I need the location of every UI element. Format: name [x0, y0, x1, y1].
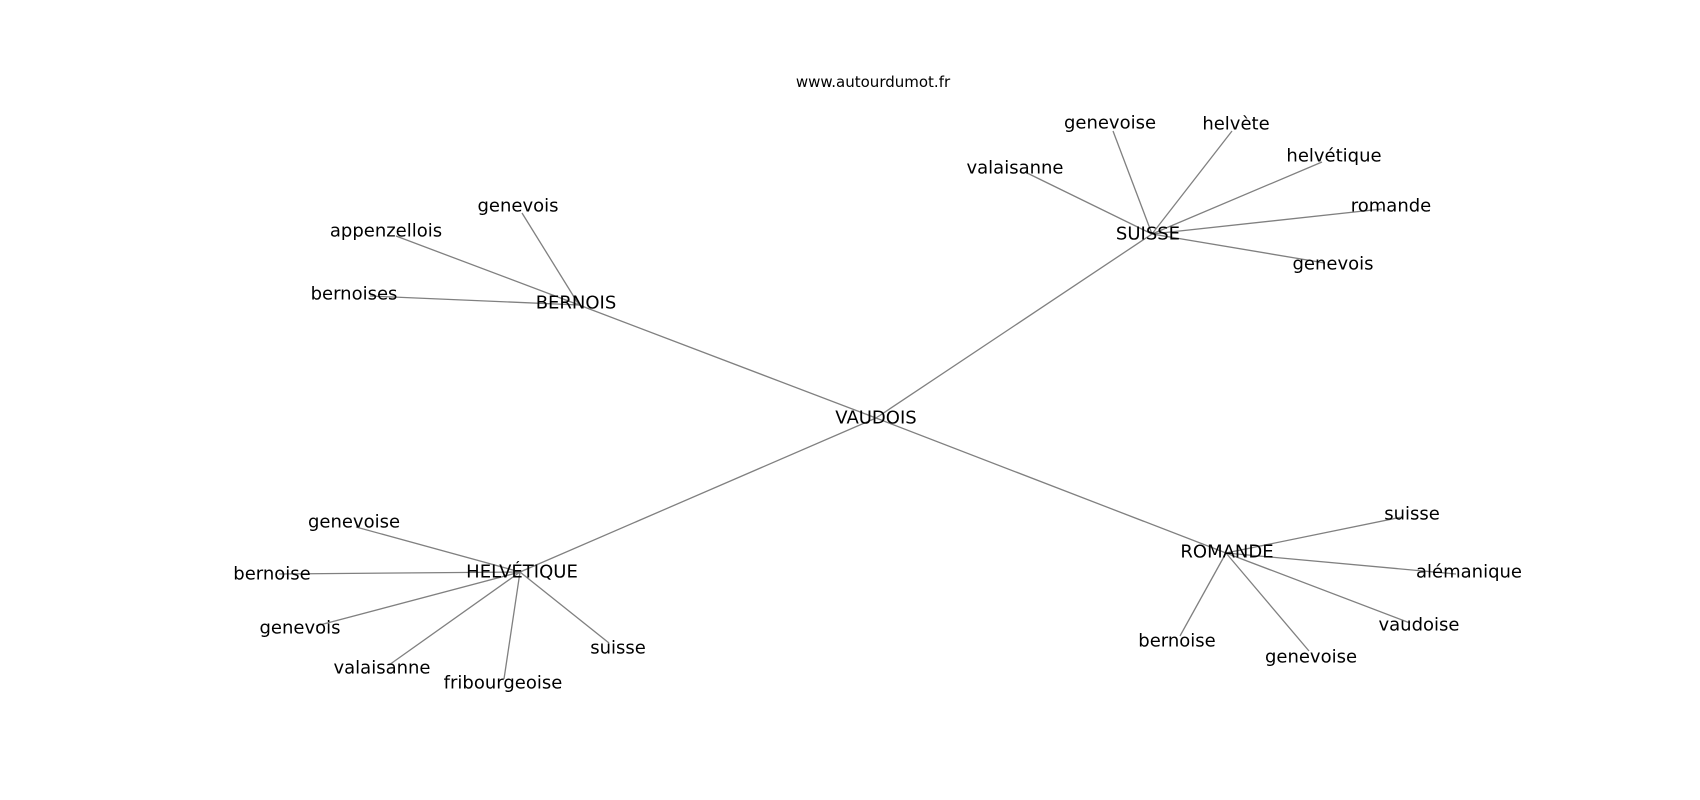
edge-suisse-word	[1151, 161, 1323, 235]
word-node-suisse: helvétique	[1286, 146, 1381, 167]
hub-node-bernois: BERNOIS	[536, 293, 617, 314]
word-node-romande: suisse	[1384, 504, 1440, 525]
center-node-vaudois: VAUDOIS	[835, 408, 916, 429]
edge-helvetique-word	[519, 571, 610, 644]
word-node-romande: genevoise	[1265, 647, 1357, 668]
word-node-bernois: appenzellois	[330, 221, 442, 242]
graph-labels: www.autourdumot.fr VAUDOIS genevois appen…	[233, 73, 1522, 694]
edge-bernois-word	[369, 295, 580, 306]
word-node-bernois: bernoises	[311, 284, 398, 305]
edge-romande-word	[1225, 516, 1403, 554]
edge-romande-word	[1179, 552, 1227, 637]
word-node-helvetique: bernoise	[233, 564, 310, 585]
word-node-suisse: valaisanne	[966, 158, 1063, 179]
site-label: www.autourdumot.fr	[796, 73, 951, 91]
edge-helvetique-word	[388, 571, 521, 666]
edge-romande-word	[1225, 552, 1411, 624]
word-node-suisse: romande	[1351, 196, 1432, 217]
edge-romande-word	[1225, 552, 1457, 575]
edge-vaudois-suisse	[875, 233, 1153, 419]
word-node-bernois: genevois	[477, 196, 558, 217]
edge-bernois-word	[395, 235, 580, 306]
word-node-helvetique: fribourgeoise	[444, 673, 563, 694]
word-node-helvetique: genevoise	[308, 512, 400, 533]
hub-node-romande: ROMANDE	[1180, 542, 1273, 563]
hub-node-suisse: SUISSE	[1116, 224, 1180, 245]
hub-node-helvetique: HELVÉTIQUE	[466, 561, 578, 583]
edge-suisse-word	[1112, 130, 1153, 235]
edge-bernois-word	[521, 212, 580, 306]
word-node-romande: bernoise	[1138, 631, 1215, 652]
word-node-romande: vaudoise	[1379, 615, 1460, 636]
graph-edges	[278, 130, 1457, 680]
edge-suisse-word	[1151, 130, 1233, 235]
edge-suisse-word	[1151, 233, 1326, 264]
word-node-helvetique: suisse	[590, 638, 646, 659]
edge-vaudois-helvetique	[519, 417, 877, 573]
edge-helvetique-word	[503, 571, 521, 680]
word-node-suisse: genevoise	[1064, 113, 1156, 134]
edge-helvetique-word	[355, 526, 521, 573]
edge-helvetique-word	[315, 571, 521, 627]
edge-vaudois-romande	[875, 417, 1227, 554]
word-node-romande: alémanique	[1416, 562, 1522, 583]
word-node-suisse: helvète	[1202, 114, 1269, 135]
edge-suisse-word	[1024, 171, 1153, 235]
edge-suisse-word	[1151, 208, 1383, 235]
word-node-helvetique: valaisanne	[333, 658, 430, 679]
edge-vaudois-bernois	[578, 304, 877, 419]
edge-helvetique-word	[278, 571, 521, 575]
word-node-suisse: genevois	[1292, 254, 1373, 275]
word-node-helvetique: genevois	[259, 618, 340, 639]
edge-romande-word	[1225, 552, 1310, 652]
